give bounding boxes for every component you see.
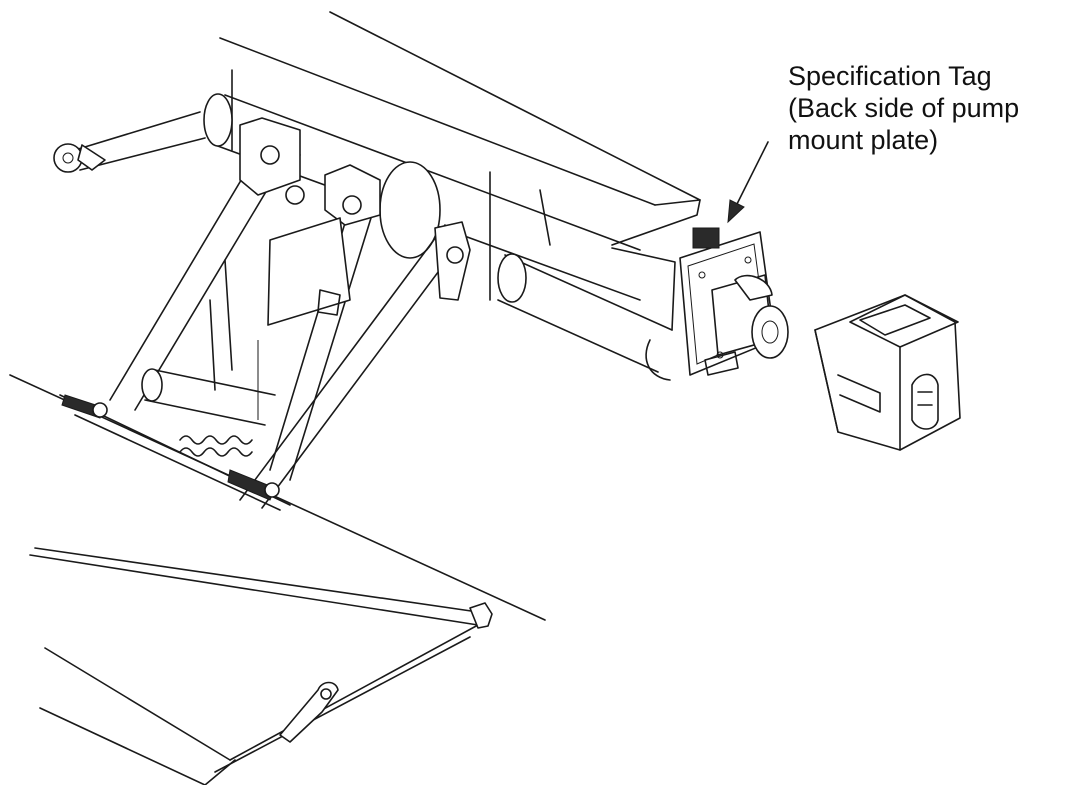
- callout-line: (Back side of pump: [788, 93, 1020, 123]
- hydraulic-cylinder: [497, 247, 676, 381]
- specification-tag-label: Specification Tag (Back side of pump mou…: [788, 60, 1063, 156]
- pump-cover: [814, 294, 961, 451]
- pump-assembly: [679, 227, 789, 376]
- main-tube: [203, 93, 641, 301]
- callout-line: Specification Tag: [788, 61, 992, 91]
- upper-frame-plate: [219, 11, 701, 301]
- callout-line: mount plate): [788, 125, 939, 155]
- left-arm: [53, 111, 206, 173]
- callout-arrow: [727, 141, 769, 224]
- inner-panel: [141, 217, 351, 426]
- lower-deck: [29, 547, 493, 785]
- linkage-arms: [109, 117, 471, 509]
- arrow-icon: [727, 199, 745, 224]
- torsion-spring: [179, 435, 253, 457]
- specification-tag: [692, 227, 720, 249]
- base-rail: [9, 374, 546, 621]
